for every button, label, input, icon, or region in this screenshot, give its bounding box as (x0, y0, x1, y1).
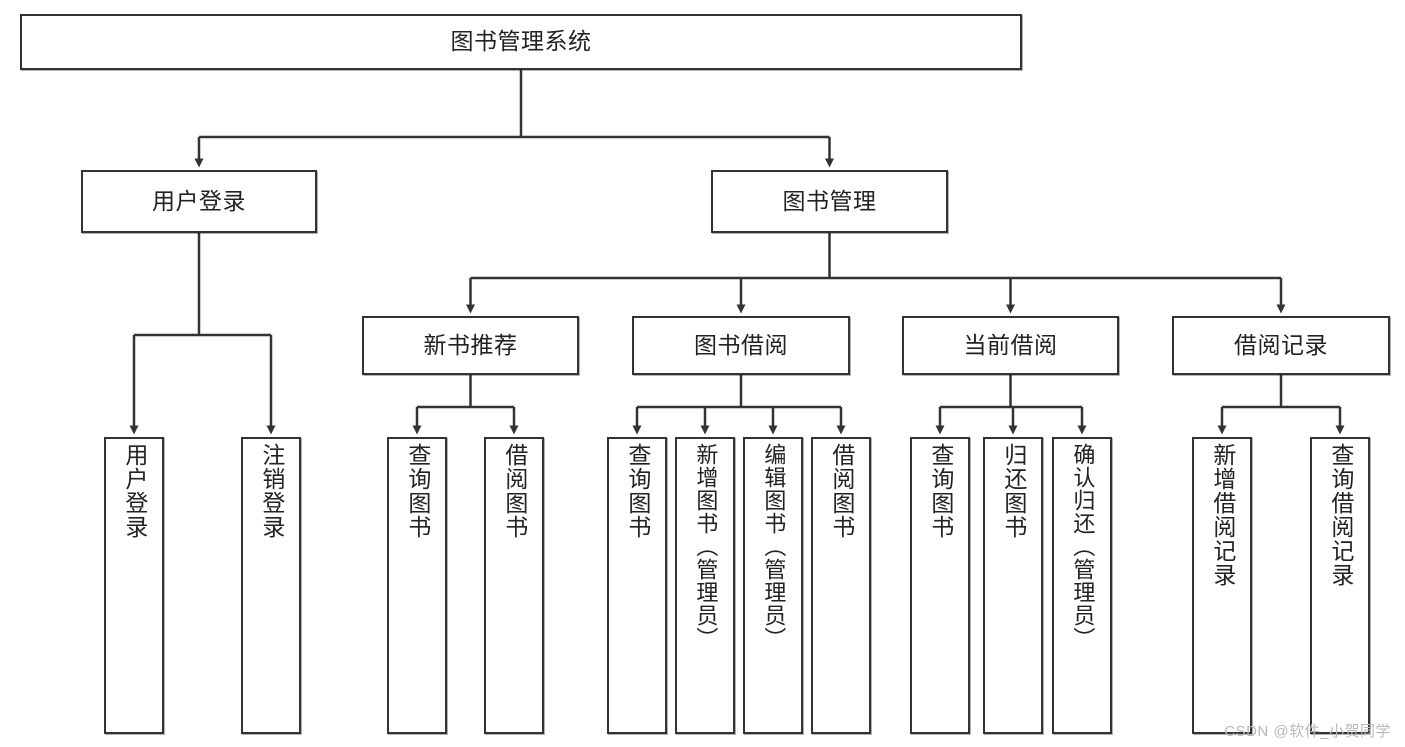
node-label: 注销登录 (258, 443, 285, 539)
node-book-borrow[interactable]: 图书借阅 (632, 316, 850, 375)
node-label: 图书管理系统 (450, 28, 592, 55)
node-leaf-add-borrow-record[interactable]: 新增借阅记录 (1192, 437, 1252, 734)
node-current-borrow[interactable]: 当前借阅 (902, 316, 1119, 375)
node-leaf-query-borrow-record[interactable]: 查询借阅记录 (1310, 437, 1370, 734)
node-leaf-confirm-return-admin[interactable]: 确认归还（管理员） (1052, 437, 1112, 734)
node-label: 用户登录 (152, 187, 246, 214)
node-label: 确认归还（管理员） (1070, 443, 1096, 650)
node-leaf-logout-login[interactable]: 注销登录 (241, 437, 301, 734)
node-borrow-record[interactable]: 借阅记录 (1172, 316, 1390, 375)
node-label: 归还图书 (1000, 443, 1027, 539)
node-new-book-recommend[interactable]: 新书推荐 (362, 316, 579, 375)
node-label: 新增借阅记录 (1209, 443, 1236, 587)
watermark-label: CSDN @软件_小贺同学 (1224, 723, 1391, 740)
node-label: 用户登录 (121, 443, 148, 539)
node-label: 新增图书（管理员） (693, 443, 719, 650)
node-label: 查询图书 (624, 443, 651, 539)
node-label: 查询图书 (927, 443, 954, 539)
node-label: 查询图书 (404, 443, 431, 539)
node-label: 借阅图书 (828, 443, 855, 539)
node-leaf-return-book[interactable]: 归还图书 (983, 437, 1043, 734)
node-leaf-borrow-book[interactable]: 借阅图书 (811, 437, 871, 734)
node-label: 编辑图书（管理员） (761, 443, 787, 650)
node-leaf-borrow-book-recommend[interactable]: 借阅图书 (484, 437, 544, 734)
node-label: 图书管理 (782, 187, 877, 214)
node-leaf-add-book-admin[interactable]: 新增图书（管理员） (675, 437, 735, 734)
node-label: 当前借阅 (963, 331, 1058, 358)
node-label: 新书推荐 (423, 331, 518, 358)
node-user-login[interactable]: 用户登录 (81, 170, 317, 233)
node-leaf-query-book-borrow[interactable]: 查询图书 (607, 437, 667, 734)
node-book-management[interactable]: 图书管理 (711, 170, 948, 233)
node-label: 查询借阅记录 (1327, 443, 1354, 587)
node-leaf-edit-book-admin[interactable]: 编辑图书（管理员） (743, 437, 803, 734)
node-root[interactable]: 图书管理系统 (20, 14, 1022, 70)
node-leaf-query-book-current[interactable]: 查询图书 (910, 437, 970, 734)
node-label: 借阅记录 (1234, 331, 1328, 358)
node-leaf-query-book-recommend[interactable]: 查询图书 (387, 437, 447, 734)
node-leaf-user-login[interactable]: 用户登录 (104, 437, 164, 734)
node-label: 图书借阅 (694, 331, 788, 358)
node-label: 借阅图书 (501, 443, 528, 539)
